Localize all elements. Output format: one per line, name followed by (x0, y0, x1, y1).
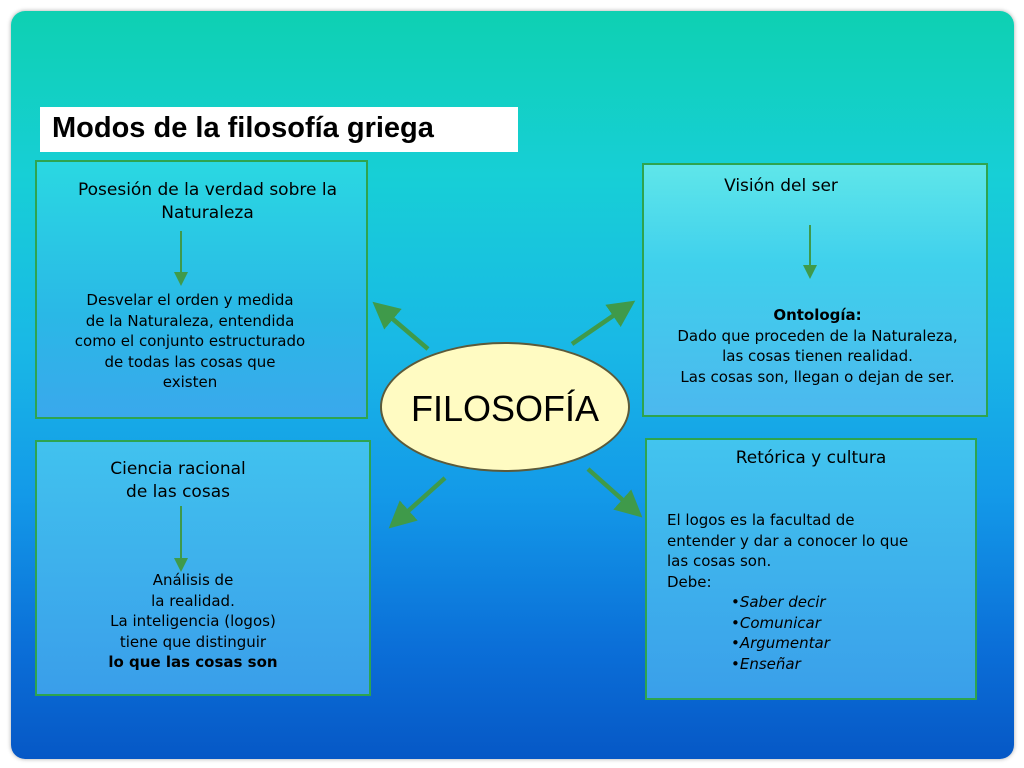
center-label: FILOSOFÍA (410, 388, 600, 429)
body-line: la realidad. (151, 591, 235, 610)
retorica-list: •Saber decir •Comunicar •Argumentar •Ens… (731, 592, 961, 674)
box-naturaleza-heading: Posesión de la verdad sobre la Naturalez… (45, 179, 370, 225)
heading-line: Naturaleza (161, 203, 254, 223)
arrow-to-vision (570, 300, 636, 346)
box-vision-body: Ontología: Dado que proceden de la Natur… (645, 305, 990, 387)
arrow-to-retorica (586, 467, 643, 518)
page-title: Modos de la filosofía griega (52, 112, 434, 144)
box-ciencia-body: Análisis de la realidad. La inteligencia… (78, 570, 308, 673)
list-item: •Enseñar (731, 654, 801, 673)
box-retorica-heading: Retórica y cultura (735, 448, 887, 468)
list-item: •Comunicar (731, 613, 821, 632)
box-ciencia-heading: Ciencia racional de las cosas (78, 458, 278, 504)
body-line: El logos es la facultad de (667, 511, 855, 529)
heading-line: Posesión de la verdad sobre la (77, 180, 337, 200)
box-vision-del-ser (642, 163, 988, 417)
box-retorica (645, 438, 977, 700)
body-line: Las cosas son, llegan o dejan de ser. (680, 367, 955, 386)
box-retorica-body: El logos es la facultad de entender y da… (667, 510, 967, 592)
body-line: como el conjunto estructurado (74, 332, 306, 350)
body-line: de todas las cosas que (104, 352, 276, 371)
heading-line: Ciencia racional (110, 459, 246, 479)
box-naturaleza-body: Desvelar el orden y medida de la Natural… (50, 290, 330, 393)
list-item: •Saber decir (731, 593, 826, 611)
heading-line: de las cosas (126, 482, 230, 502)
body-line: Desvelar el orden y medida (86, 291, 294, 309)
body-line: Debe: (667, 572, 712, 591)
box-naturaleza (35, 160, 368, 419)
body-line-bold: lo que las cosas son (108, 653, 278, 671)
body-line: existen (162, 373, 218, 391)
body-line: de la Naturaleza, entendida (85, 311, 295, 330)
box-ciencia-racional (35, 440, 371, 696)
ontologia-label: Ontología: (773, 306, 862, 324)
box-vision-heading: Visión del ser (724, 176, 838, 196)
arrow-to-naturaleza (372, 301, 430, 351)
body-line: entender y dar a conocer lo que (667, 531, 909, 550)
body-line: Análisis de (152, 571, 234, 589)
center-node: FILOSOFÍA (380, 342, 630, 472)
body-line: las cosas son. (667, 552, 772, 570)
body-line: La inteligencia (logos) (110, 612, 276, 630)
body-line: las cosas tienen realidad. (722, 347, 913, 365)
title-box: Modos de la filosofía griega (40, 107, 518, 152)
arrow-to-ciencia (388, 476, 447, 529)
list-item: •Argumentar (731, 634, 830, 652)
body-line: tiene que distinguir (119, 632, 267, 651)
body-line: Dado que proceden de la Naturaleza, (677, 326, 958, 345)
